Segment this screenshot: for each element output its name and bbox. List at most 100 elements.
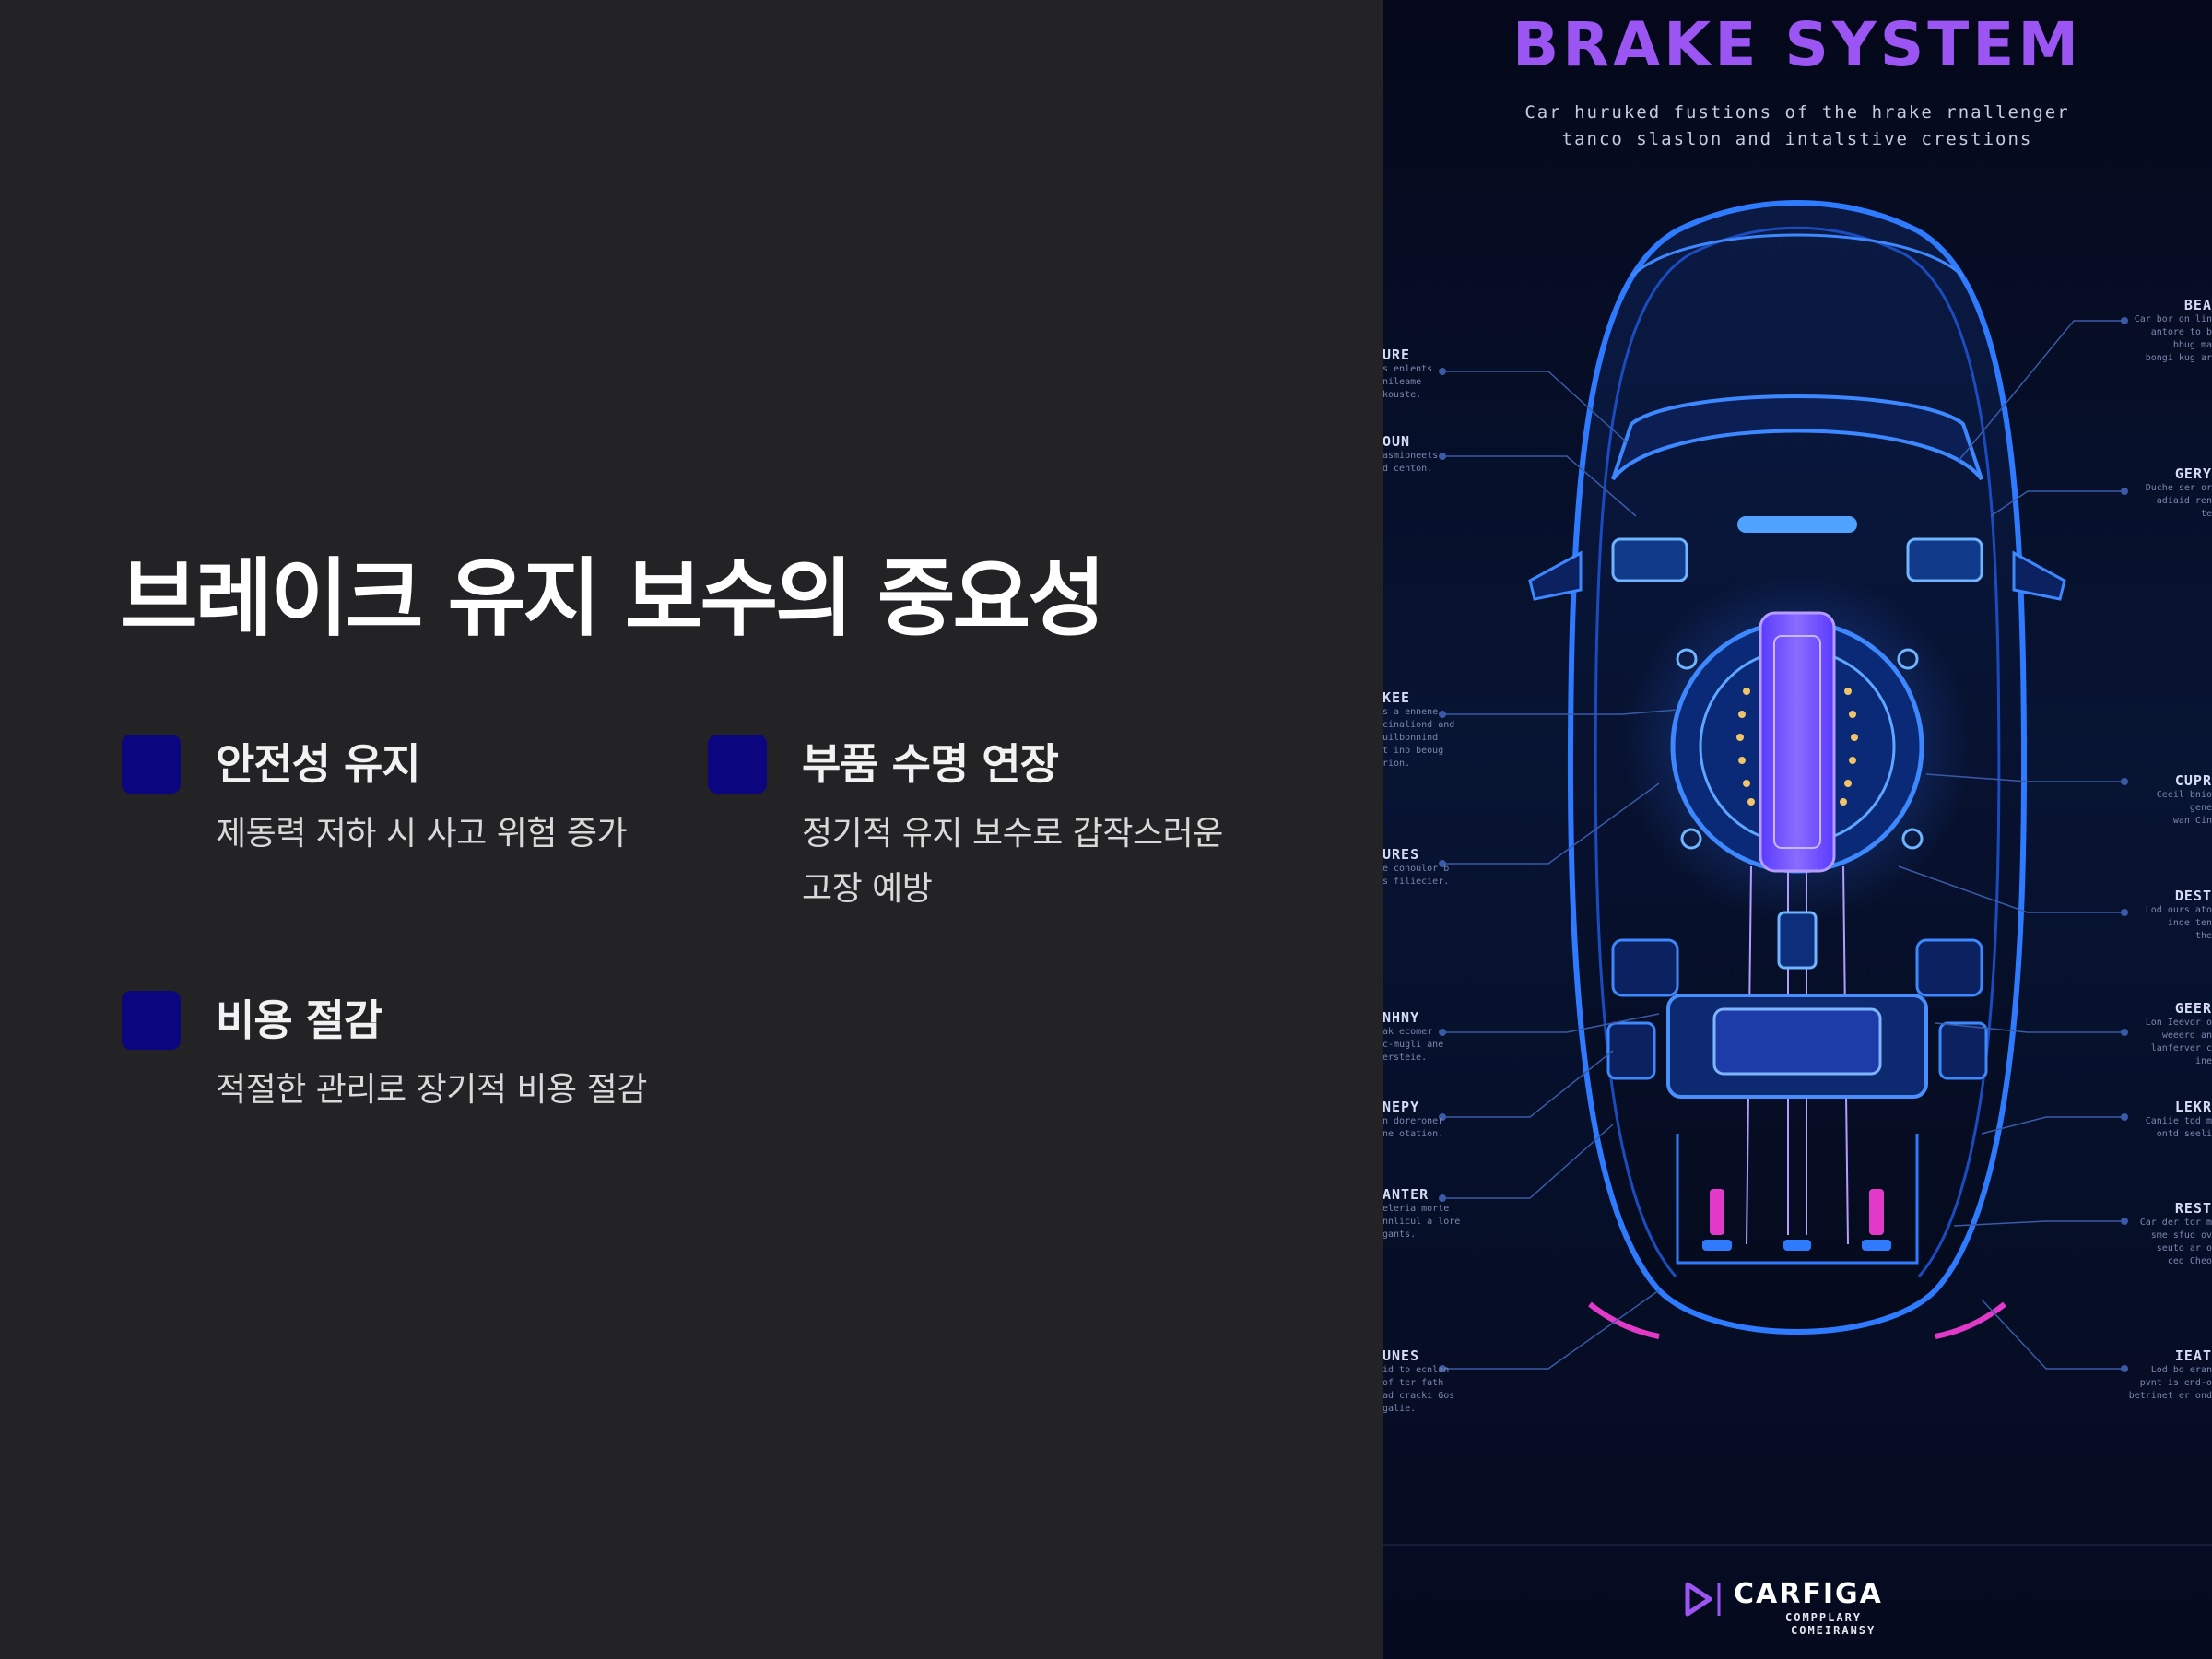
- callout-text: ak ecomer: [1382, 1027, 1433, 1037]
- feature-title: 부품 수명 연장: [802, 739, 1059, 789]
- poster-subtitle-line: tanco slaslon and intalstive crestions: [1561, 129, 2033, 149]
- callout-text: Lon Ieevor o: [2145, 1018, 2212, 1028]
- callout-left-1: URE s enlents nileame kouste.: [1382, 347, 1432, 402]
- callout-heading: LEKR: [2174, 1099, 2212, 1115]
- callout-right-7: REST Car der tor m sme sfuo ov seuto ar …: [2140, 1200, 2212, 1268]
- callout-heading: REST: [2174, 1200, 2212, 1217]
- play-triangle-icon: [1685, 1582, 1721, 1617]
- callout-text: sme sfuo ov: [2150, 1230, 2212, 1241]
- callout-heading: URE: [1382, 347, 1411, 363]
- callout-text: s a ennene: [1382, 707, 1439, 717]
- callout-text: id to ecnlan: [1382, 1365, 1450, 1375]
- callout-text: e conoulor b: [1382, 864, 1450, 874]
- brand-tagline: COMPPLARY: [1785, 1611, 1863, 1624]
- callout-text: kouste.: [1382, 390, 1422, 400]
- poster-subtitle-line: Car huruked fustions of the hrake rnalle…: [1524, 102, 2070, 123]
- feature-title: 비용 절감: [216, 995, 382, 1045]
- callout-text: inde ten: [2167, 918, 2212, 928]
- callout-text: gene: [2189, 803, 2212, 813]
- slide-title: 브레이크 유지 보수의 중요성: [120, 549, 1106, 648]
- callout-heading: URES: [1382, 846, 1420, 863]
- poster-divider: [1382, 1544, 2212, 1546]
- callout-text: the: [2194, 931, 2212, 941]
- callout-text: n doreroner: [1382, 1116, 1444, 1126]
- callout-text: rion.: [1382, 759, 1411, 769]
- callout-left-8: UNES id to ecnlan of ter fath ad cracki …: [1382, 1347, 1454, 1416]
- callout-right-2: GERY Duche ser or adiaid ren te: [2146, 465, 2212, 521]
- callout-left-6: NEPY n doreroner ne otation.: [1382, 1099, 1443, 1141]
- callout-left-2: OUN asmioneets d centon.: [1382, 433, 1438, 476]
- feature-description: 제동력 저하 시 사고 위험 증가: [216, 815, 628, 853]
- feature-description: 적절한 관리로 장기적 비용 절감: [216, 1071, 647, 1109]
- callout-heading: GERY: [2174, 465, 2212, 482]
- callout-text: nileame: [1382, 377, 1422, 387]
- callout-text: s filiecier.: [1382, 877, 1450, 887]
- brand-tagline: COMEIRANSY: [1791, 1624, 1877, 1637]
- callout-text: betrinet er ond: [2128, 1391, 2212, 1401]
- poster-subtitle: Car huruked fustions of the hrake rnalle…: [1382, 100, 2212, 153]
- bullet-square-icon: [708, 735, 767, 794]
- callout-text: ced Cheo: [2167, 1256, 2212, 1266]
- callout-right-6: LEKR Caniie tod m ontd seeli: [2146, 1099, 2212, 1141]
- callout-text: seuto ar o: [2156, 1243, 2212, 1253]
- callout-right-8: IEAT Lod bo eran pvnt is end-o betrinet …: [2129, 1347, 2212, 1403]
- callout-text: ontd seeli: [2156, 1129, 2212, 1139]
- callout-heading: NEPY: [1382, 1099, 1420, 1115]
- callout-heading: CUPR: [2174, 772, 2212, 789]
- callout-text: Car der tor m: [2139, 1218, 2212, 1228]
- poster-title: BRAKE SYSTEM: [1512, 9, 2083, 80]
- callout-text: bbug ma: [2172, 340, 2212, 350]
- callout-heading: NHNY: [1382, 1009, 1420, 1026]
- callout-heading: OUN: [1382, 433, 1411, 450]
- callout-left-3: KEE s a ennene cinaliond and uilbonnind …: [1382, 689, 1454, 771]
- callout-text: ad cracki Gos: [1382, 1391, 1455, 1401]
- callout-text: Lod ours ato: [2145, 905, 2212, 915]
- callout-text: lanferver c: [2150, 1043, 2212, 1053]
- callout-left-7: ANTER eleria morte nnlicul a lore gants.: [1382, 1186, 1460, 1241]
- slide-content: 브레이크 유지 보수의 중요성 안전성 유지 제동력 저하 시 사고 위험 증가…: [120, 549, 1224, 1109]
- callout-heading: KEE: [1382, 689, 1411, 706]
- callout-text: ersteie.: [1382, 1053, 1428, 1063]
- callout-text: uilbonnind: [1382, 733, 1439, 743]
- callout-text: adiaid ren: [2156, 496, 2212, 506]
- callout-heading: IEAT: [2174, 1347, 2212, 1364]
- callout-text: wan Cin: [2172, 816, 2212, 826]
- callout-text: ine: [2194, 1056, 2212, 1066]
- callout-right-5: GEER Lon Ieevor o weeerd an lanferver c …: [2146, 1000, 2212, 1068]
- callout-left-4: URES e conoulor b s filiecier.: [1382, 846, 1449, 888]
- brake-system-poster-image: BRAKE SYSTEM Car huruked fustions of the…: [1382, 0, 2212, 1659]
- callout-text: gants.: [1382, 1230, 1417, 1240]
- callout-text: d centon.: [1382, 464, 1433, 474]
- callout-text: te: [2200, 509, 2212, 519]
- callout-text: of ter fath: [1382, 1378, 1444, 1388]
- callout-text: Ceeil bnio: [2156, 790, 2212, 800]
- callout-heading: GEER: [2174, 1000, 2212, 1017]
- callout-text: asmioneets: [1382, 451, 1439, 461]
- callout-text: Car bor on lin: [2134, 314, 2212, 324]
- callout-text: eleria morte: [1382, 1204, 1450, 1214]
- feature-title: 안전성 유지: [216, 739, 421, 789]
- car-illustration: [1439, 200, 2128, 1372]
- callout-right-4: DEST Lod ours ato inde ten the: [2146, 888, 2212, 943]
- callout-left-5: NHNY ak ecomer c-mugli ane ersteie.: [1382, 1009, 1443, 1065]
- callout-text: pvnt is end-o: [2139, 1378, 2212, 1388]
- callout-text: galie.: [1382, 1404, 1417, 1414]
- callout-text: nnlicul a lore: [1382, 1217, 1461, 1227]
- callout-right-1: BEA Car bor on lin antore to b bbug ma b…: [2135, 297, 2212, 365]
- callout-heading: ANTER: [1382, 1186, 1430, 1203]
- callout-heading: DEST: [2174, 888, 2212, 904]
- brand-logo: CARFIGA COMPPLARY COMEIRANSY: [1682, 1578, 1922, 1637]
- callout-text: Duche ser or: [2145, 483, 2212, 493]
- bullet-square-icon: [122, 991, 181, 1050]
- callout-heading: UNES: [1382, 1347, 1420, 1364]
- callout-text: Lod bo eran: [2150, 1365, 2212, 1375]
- callout-right-3: CUPR Ceeil bnio gene wan Cin: [2157, 772, 2212, 828]
- feature-description: 정기적 유지 보수로 갑작스러운 고장 예방: [802, 815, 1223, 908]
- callout-text: bongi kug ar: [2145, 353, 2212, 363]
- callout-text: Caniie tod m: [2145, 1116, 2212, 1126]
- callout-text: ne otation.: [1382, 1129, 1444, 1139]
- bullet-square-icon: [122, 735, 181, 794]
- callout-text: t ino beoug: [1382, 746, 1444, 756]
- callout-text: s enlents: [1382, 364, 1433, 374]
- callout-heading: BEA: [2183, 297, 2212, 313]
